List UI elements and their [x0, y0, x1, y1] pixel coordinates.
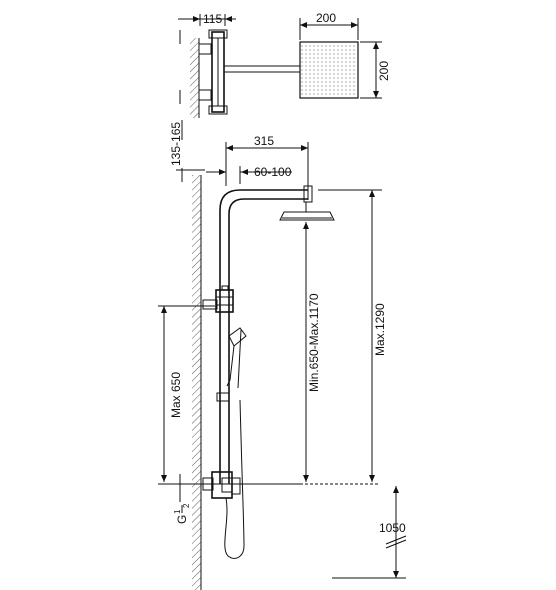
shower-hose: [224, 399, 245, 559]
top-shower-head: [299, 41, 359, 99]
dim-g-label: G: [175, 515, 189, 524]
top-shower-arm: [223, 65, 301, 73]
dim-200-width-label: 200: [316, 11, 336, 25]
dim-max-1290-label: Max.1290: [373, 303, 387, 356]
dim-60-100-label: 60-100: [254, 165, 292, 179]
riser-pipe-outer: [219, 189, 308, 484]
riser-pipe-inner: [228, 198, 308, 484]
dim-g-fraction-den: 2: [182, 503, 191, 508]
dim-115-label: 115: [203, 12, 222, 26]
dim-head-range-label: Min.650-Max.1170: [307, 293, 321, 392]
dim-315-label: 315: [254, 134, 274, 148]
front-view: 135-165 315 60-100: [158, 120, 407, 590]
dim-1050-label: 1050: [379, 521, 406, 535]
top-wall-hatch: [190, 38, 199, 118]
shower-head: [279, 185, 335, 221]
dim-200-depth-label: 200: [377, 61, 391, 81]
front-wall-hatch: [192, 175, 201, 590]
dim-max-650-label: Max 650: [169, 372, 183, 418]
top-view: 115 200 200: [178, 11, 391, 118]
wall-bracket: [202, 285, 234, 313]
dim-135-165-label: 135-165: [169, 122, 183, 166]
top-mixer: [198, 29, 228, 115]
thermostatic-mixer: [202, 471, 241, 499]
dim-g-fraction-num: 1: [173, 509, 182, 514]
hand-shower: [216, 327, 247, 402]
